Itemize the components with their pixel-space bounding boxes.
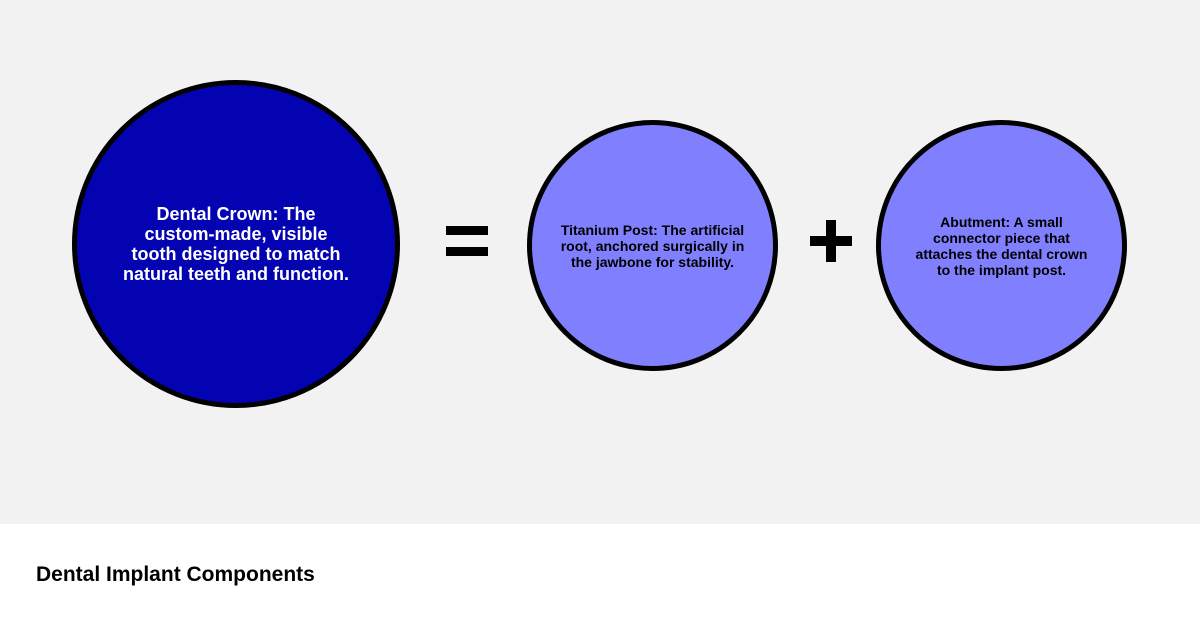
abutment-node: Abutment: A small connector piece that a… (876, 120, 1127, 371)
plus-icon (798, 206, 864, 276)
plus-icon-graphic (810, 220, 852, 262)
titanium-post-node: Titanium Post: The artificial root, anch… (527, 120, 778, 371)
abutment-text: Abutment: A small connector piece that a… (915, 213, 1088, 278)
titanium-post-text: Titanium Post: The artificial root, anch… (560, 221, 745, 270)
equals-icon (436, 206, 498, 276)
diagram-title: Dental Implant Components (36, 563, 315, 586)
diagram-area: Dental Crown: The custom-made, visible t… (0, 0, 1200, 524)
equals-icon-graphic (446, 226, 488, 256)
dental-crown-text: Dental Crown: The custom-made, visible t… (123, 204, 350, 284)
dental-crown-node: Dental Crown: The custom-made, visible t… (72, 80, 400, 408)
